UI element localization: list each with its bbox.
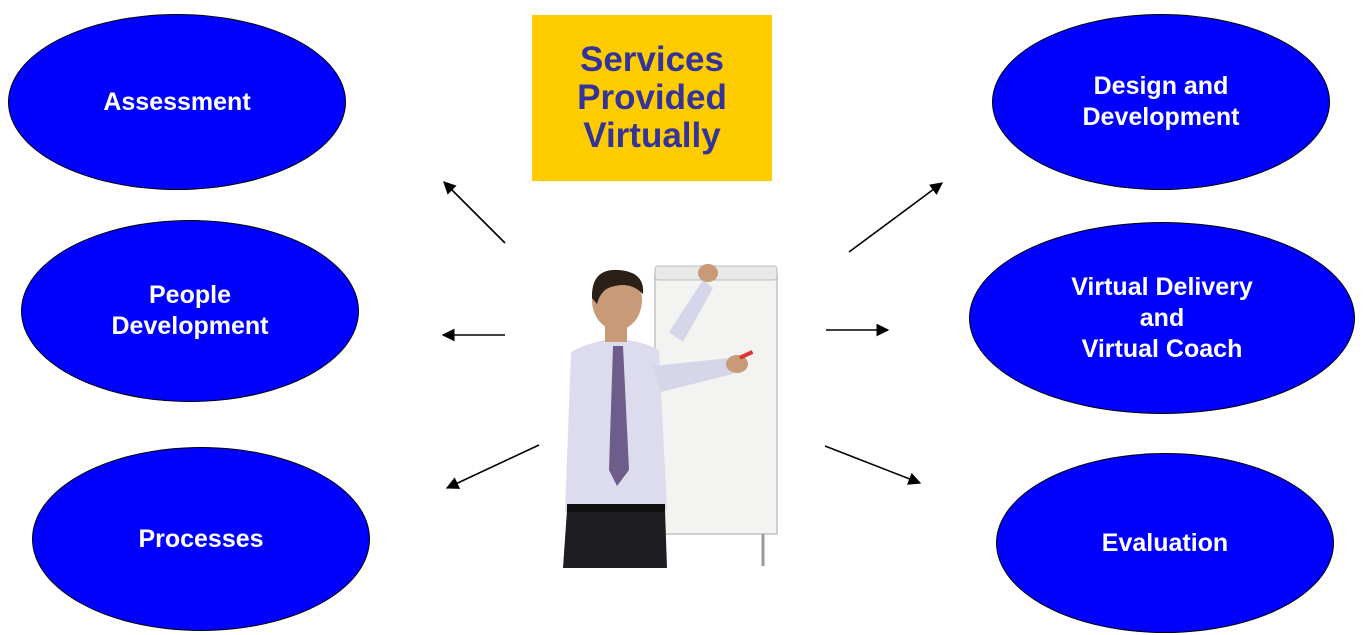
oval-design-development-label: Design and Development bbox=[1082, 72, 1240, 131]
arrow-to-assessment bbox=[443, 181, 506, 244]
oval-design-development[interactable]: Design and Development bbox=[992, 14, 1330, 190]
oval-virtual-delivery[interactable]: Virtual Delivery and Virtual Coach bbox=[969, 222, 1355, 414]
arrow-to-design-development bbox=[848, 182, 944, 253]
arrow-to-processes bbox=[445, 444, 540, 489]
oval-evaluation[interactable]: Evaluation bbox=[996, 453, 1334, 633]
oval-assessment[interactable]: Assessment bbox=[8, 14, 346, 190]
oval-assessment-label: Assessment bbox=[103, 87, 251, 116]
oval-processes[interactable]: Processes bbox=[32, 447, 370, 631]
presenter-image bbox=[563, 264, 778, 568]
arrow-to-evaluation bbox=[824, 445, 922, 485]
title-box: Services Provided Virtually bbox=[532, 15, 772, 181]
oval-processes-label: Processes bbox=[138, 524, 264, 553]
oval-evaluation-label: Evaluation bbox=[1101, 528, 1229, 557]
oval-people-development[interactable]: People Development bbox=[21, 220, 359, 402]
oval-people-development-label: People Development bbox=[111, 281, 269, 340]
oval-virtual-delivery-label: Virtual Delivery and Virtual Coach bbox=[1071, 272, 1253, 363]
flipchart-board bbox=[654, 273, 778, 535]
title-text: Services Provided Virtually bbox=[577, 40, 727, 155]
